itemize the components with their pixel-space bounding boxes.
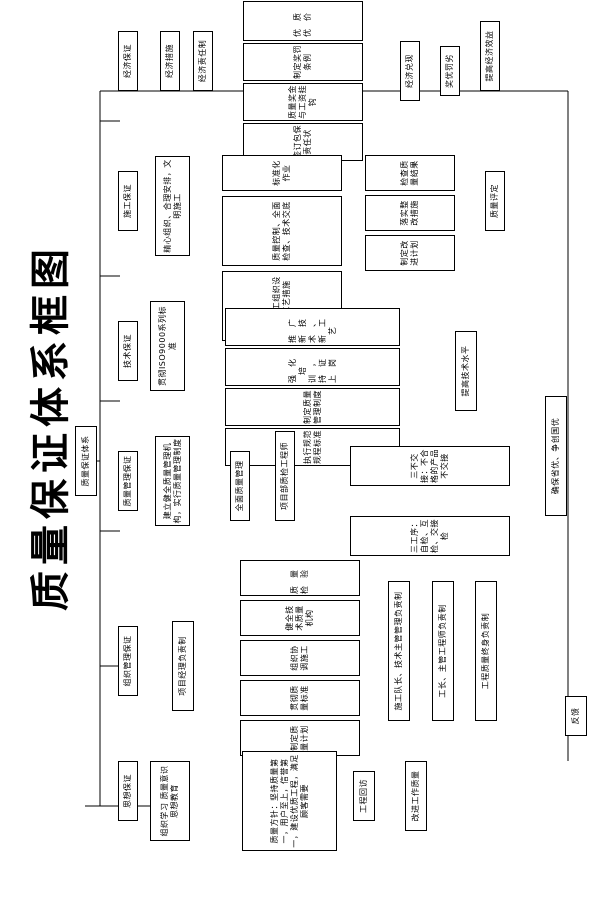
diagram-title: 质量保证体系框图 bbox=[27, 243, 74, 611]
construction-head: 施工保证 bbox=[118, 171, 138, 231]
economic-item: 质量奖金与工资挂钩 bbox=[243, 83, 363, 121]
org-right1: 施工队长、技术主管管理负责制 bbox=[388, 581, 410, 721]
construction-right: 检查质量结果 bbox=[365, 155, 455, 191]
economic-head: 经济保证 bbox=[118, 31, 138, 91]
economic-item: 制定奖罚条例 bbox=[243, 43, 363, 81]
thought-head: 思想保证 bbox=[118, 761, 138, 821]
quality-sub: 建立健全质量管理机构，实行质量管理制度 bbox=[155, 436, 190, 526]
economic-right1: 经济兑现 bbox=[400, 41, 420, 101]
thought-step1: 工程回访 bbox=[353, 771, 375, 821]
economic-item: 优质优价 bbox=[243, 1, 363, 41]
construction-right: 落实整改措施 bbox=[365, 195, 455, 231]
quality-mid2: 项目部质检工程师 bbox=[275, 431, 295, 521]
quality-item: 三工序：自检、互检、交接检 bbox=[350, 516, 510, 556]
economic-right3: 提高经济效益 bbox=[480, 21, 500, 91]
construction-sub: 精心组织、合理安排，文明施工 bbox=[155, 156, 190, 256]
economic-right2: 奖优罚劣 bbox=[440, 46, 460, 96]
root-node: 质量保证体系 bbox=[75, 426, 97, 496]
quality-head: 质量管理保证 bbox=[118, 451, 138, 511]
construction-item: 质量控制、全面检查、技术交底 bbox=[222, 196, 342, 266]
org-item: 质量检验 bbox=[240, 560, 360, 596]
org-item: 健全技术质量机构 bbox=[240, 600, 360, 636]
org-item: 贯彻质量标准 bbox=[240, 680, 360, 716]
construction-far: 质量评定 bbox=[485, 171, 505, 231]
thought-detail: 质量方针：坚持质量第一，用户至上，信誉第一，建设优质工程，满足顾客需要 bbox=[242, 751, 337, 851]
tech-right: 提高技术水平 bbox=[455, 331, 477, 411]
thought-step2: 改进工作质量 bbox=[405, 761, 427, 831]
tech-item: 制定质量管理制度 bbox=[225, 388, 400, 426]
tech-item: 强化培训，持证上岗 bbox=[225, 348, 400, 386]
construction-right: 制定改进计划 bbox=[365, 235, 455, 271]
org-right2: 工长、主管工程师负责制 bbox=[432, 581, 454, 721]
goal-node: 确保省优、争创国优 bbox=[545, 396, 567, 516]
org-sub: 项目经理负责制 bbox=[172, 621, 194, 711]
economic-sub2: 经济责任制 bbox=[193, 31, 213, 91]
thought-sub: 组织学习 质量意识 思想教育 bbox=[150, 761, 190, 841]
construction-item: 标准化作业 bbox=[222, 155, 342, 191]
org-item: 组织协调施工 bbox=[240, 640, 360, 676]
quality-item: 三不交接：不合格的产品不交接 bbox=[350, 446, 510, 486]
tech-head: 技术保证 bbox=[118, 321, 138, 381]
feedback-node: 反馈 bbox=[565, 696, 587, 736]
org-right3: 工程质量终身负责制 bbox=[475, 581, 497, 721]
tech-item: 推广新技术、新工艺 bbox=[225, 308, 400, 346]
org-head: 组织管理保证 bbox=[118, 626, 138, 696]
tech-sub: 贯彻ISO9000系列标准 bbox=[150, 301, 185, 391]
quality-mid1: 全面质量管理 bbox=[230, 451, 250, 521]
economic-sub: 经济措施 bbox=[160, 31, 180, 91]
